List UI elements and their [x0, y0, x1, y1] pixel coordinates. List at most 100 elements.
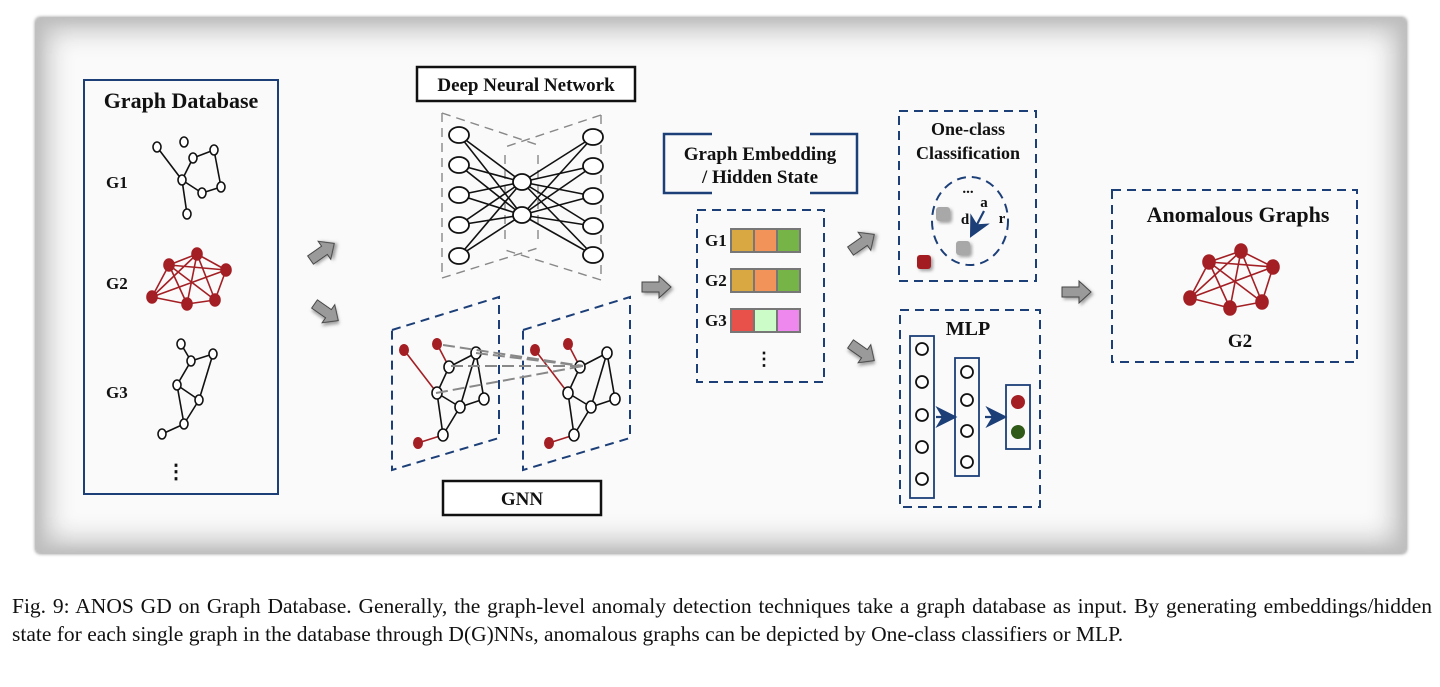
embedding-box: [696, 209, 825, 383]
embedding-cell: [776, 308, 801, 333]
distance-symbol-d: d: [961, 212, 970, 228]
embedding-title-line2: / Hidden State: [701, 167, 818, 188]
gnn-anomalous-node: [530, 344, 540, 356]
gnn-node: [478, 392, 490, 406]
anomaly-detection-diagram: Graph Database G1 G2: [83, 65, 1358, 517]
dnn-edge: [458, 134, 523, 183]
dnn-edge: [458, 194, 523, 216]
embedding-ellipsis: ⋮: [755, 349, 773, 369]
gnn-label-box: [441, 479, 603, 517]
gnn-anomalous-node: [399, 344, 409, 356]
normal-point-2: [956, 241, 970, 255]
dnn-nodes: [448, 126, 604, 265]
graph-g3: [157, 338, 218, 440]
mlp-hidden-neuron: [960, 455, 974, 469]
center-symbol-a: a: [980, 195, 988, 211]
gnn-layer-1-plane: [391, 295, 500, 472]
radius-symbol-r: r: [999, 211, 1006, 227]
graph-g1: [152, 136, 226, 220]
gnn-node: [585, 400, 597, 414]
figure-frame: [36, 18, 1406, 553]
dnn-panel: Deep Neural Network: [415, 65, 637, 281]
normal-point-1: [936, 207, 950, 221]
mlp-hidden-neuron: [960, 365, 974, 379]
mlp-nodes: [915, 342, 974, 486]
embedding-row-label: G3: [705, 311, 727, 330]
gnn-graphs: [399, 338, 621, 449]
mlp-output-normal: [1011, 425, 1025, 439]
mlp-hidden-neuron: [960, 424, 974, 438]
gnn-node: [609, 392, 621, 406]
embedding-row-g3: G3: [705, 308, 801, 333]
arrow-to-embedding-icon: [641, 274, 672, 300]
graph-database-ellipsis: ⋮: [166, 461, 186, 483]
gnn-label: GNN: [501, 489, 544, 510]
dnn-neuron: [448, 126, 470, 144]
mlp-output-layer: [1005, 384, 1031, 450]
embedding-row-label: G1: [705, 231, 727, 250]
gnn-edge: [403, 349, 438, 394]
mlp-input-neuron: [915, 342, 929, 356]
anomalous-graphs-panel: Anomalous Graphs G2: [1111, 189, 1358, 363]
graph-label-g2: G2: [106, 274, 128, 293]
dnn-dashed-bounds: [441, 112, 602, 281]
anomalous-graph-label: G2: [1228, 331, 1252, 352]
dnn-neuron: [448, 216, 470, 234]
dnn-neuron: [582, 217, 604, 235]
dnn-neuron: [582, 246, 604, 264]
anomalous-point: [917, 255, 931, 269]
mlp-box: [899, 309, 1041, 508]
dnn-edge: [458, 164, 523, 216]
distance-arrow: [969, 210, 990, 238]
dnn-edge: [458, 164, 523, 183]
dnn-neuron: [448, 186, 470, 204]
dnn-edge: [458, 214, 523, 257]
mlp-output-anomalous: [1011, 395, 1025, 409]
embedding-bracket-right: [810, 132, 859, 195]
embedding-bracket-left: [662, 132, 712, 195]
mlp-input-layer: [909, 335, 935, 499]
dnn-latent-neuron: [512, 206, 532, 224]
one-class-box: [898, 110, 1037, 282]
gnn-node: [454, 400, 466, 414]
dnn-neuron: [582, 128, 604, 146]
embedding-cell: [776, 268, 801, 293]
figure-caption: Fig. 9: ANOS GD on Graph Database. Gener…: [12, 594, 1432, 646]
mlp-input-neuron: [915, 408, 929, 422]
dnn-edge: [521, 195, 594, 216]
mlp-input-neuron: [915, 440, 929, 454]
dnn-latent-neuron: [512, 173, 532, 191]
embedding-cell: [730, 308, 755, 333]
gnn-layer-2-plane: [522, 295, 631, 472]
gnn-edge: [590, 352, 608, 408]
one-class-panel: One-class Classification ... a d r: [898, 110, 1037, 282]
arrow-to-dnn-icon: [306, 240, 335, 265]
embedding-cell: [776, 228, 801, 253]
dnn-edge: [521, 214, 594, 227]
graph-database-title: Graph Database: [104, 88, 259, 113]
gnn-layer-graph-1: [399, 338, 490, 449]
gnn-anomalous-node: [544, 437, 554, 449]
gnn-node: [568, 428, 580, 442]
dnn-neuron: [448, 247, 470, 265]
one-class-title-line1: One-class: [931, 119, 1005, 139]
gnn-anomalous-node: [563, 338, 573, 350]
dnn-edge: [458, 181, 523, 257]
embedding-cell: [730, 268, 755, 293]
mlp-panel: MLP: [899, 309, 1041, 508]
dnn-label: Deep Neural Network: [437, 75, 615, 96]
gnn-node: [601, 346, 613, 360]
mlp-hidden-neuron: [960, 393, 974, 407]
embedding-cell: [730, 228, 755, 253]
gnn-message-passing-lines: [435, 344, 584, 394]
gnn-edge: [567, 392, 575, 436]
embedding-row-g1: G1: [705, 228, 801, 253]
dnn-edge: [521, 181, 594, 227]
gnn-anomalous-node: [432, 338, 442, 350]
embedding-cell: [753, 308, 778, 333]
dnn-edge: [521, 136, 594, 183]
dnn-neuron: [582, 187, 604, 205]
embedding-row-label: G2: [705, 271, 727, 290]
gnn-edge: [606, 352, 616, 400]
